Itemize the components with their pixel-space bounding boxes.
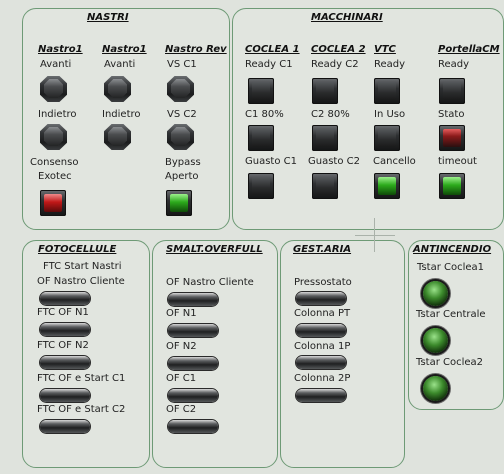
gestaria-item-3-label: Colonna 1P bbox=[294, 341, 351, 352]
ready-c2-label: Ready C2 bbox=[311, 59, 359, 70]
ready-c1-label: Ready C1 bbox=[245, 59, 293, 70]
coclea1-header: COCLEA 1 bbox=[245, 44, 300, 55]
nastro-rev-vsc1-button[interactable] bbox=[167, 76, 194, 102]
smalt-item-3-indicator bbox=[168, 357, 218, 370]
nastro1b-indietro-label: Indietro bbox=[102, 109, 141, 120]
c2-80-label: C2 80% bbox=[311, 109, 350, 120]
nastro1b-avanti-label: Avanti bbox=[104, 59, 136, 70]
smalt-panel bbox=[152, 240, 278, 468]
nastro1-indietro-label: Indietro bbox=[38, 109, 77, 120]
nastro1-exotec-label: Exotec bbox=[38, 171, 72, 182]
guasto-c1-label: Guasto C1 bbox=[245, 156, 297, 167]
portella-timeout-lamp bbox=[439, 173, 465, 199]
c1-80-label: C1 80% bbox=[245, 109, 284, 120]
antincendio-title: ANTINCENDIO bbox=[413, 244, 492, 255]
gestaria-panel bbox=[280, 240, 405, 468]
smalt-title: SMALT.OVERFULL bbox=[166, 244, 263, 255]
ftc-item-5-indicator bbox=[40, 420, 90, 433]
portella-ready-lamp bbox=[439, 78, 465, 104]
ready-c2-lamp bbox=[312, 78, 338, 104]
ready-c1-lamp bbox=[248, 78, 274, 104]
tstar-coclea1-label: Tstar Coclea1 bbox=[417, 262, 485, 273]
nastro-rev-aperto-label: Aperto bbox=[165, 171, 199, 182]
tstar-coclea1-lamp bbox=[423, 281, 448, 306]
vtc-inuso-label: In Uso bbox=[374, 109, 406, 120]
gestaria-title: GEST.ARIA bbox=[293, 244, 352, 255]
macchinari-title: MACCHINARI bbox=[311, 12, 383, 23]
smalt-item-5-label: OF C2 bbox=[166, 404, 197, 415]
nastro1-consenso-label: Consenso bbox=[30, 157, 79, 168]
divider-cross-horizontal bbox=[355, 235, 395, 236]
c1-80-lamp bbox=[248, 125, 274, 151]
ftc-item-1-label: OF Nastro Cliente bbox=[37, 276, 125, 287]
nastro-rev-vsc2-label: VS C2 bbox=[167, 109, 197, 120]
tstar-coclea2-label: Tstar Coclea2 bbox=[416, 357, 484, 368]
ftc-item-1-indicator bbox=[40, 292, 90, 305]
ftc-start-nastri-label: FTC Start Nastri bbox=[43, 261, 122, 272]
ftc-item-2-indicator bbox=[40, 323, 90, 336]
fotocellule-panel bbox=[22, 240, 150, 468]
nastro-rev-bypass-label: Bypass bbox=[165, 157, 201, 168]
gestaria-item-2-label: Colonna PT bbox=[294, 308, 351, 319]
gestaria-item-2-indicator bbox=[296, 324, 346, 337]
smalt-item-1-label: OF Nastro Cliente bbox=[166, 277, 254, 288]
tstar-coclea2-lamp bbox=[423, 376, 448, 401]
smalt-item-2-indicator bbox=[168, 324, 218, 337]
nastro-rev-vsc1-label: VS C1 bbox=[167, 59, 197, 70]
guasto-c2-lamp bbox=[312, 173, 338, 199]
vtc-header: VTC bbox=[374, 44, 396, 55]
vtc-inuso-lamp bbox=[374, 125, 400, 151]
gestaria-item-3-indicator bbox=[296, 356, 346, 369]
smalt-item-2-label: OF N1 bbox=[166, 308, 197, 319]
nastro1b-header: Nastro1 bbox=[102, 44, 147, 55]
smalt-item-5-indicator bbox=[168, 420, 218, 433]
nastro1b-avanti-button[interactable] bbox=[104, 76, 131, 102]
ftc-item-5-label: FTC OF e Start C2 bbox=[37, 404, 126, 415]
nastro1-indietro-button[interactable] bbox=[40, 124, 67, 150]
ftc-item-4-indicator bbox=[40, 389, 90, 402]
tstar-centrale-label: Tstar Centrale bbox=[416, 309, 486, 320]
nastro1-avanti-label: Avanti bbox=[40, 59, 72, 70]
vtc-ready-lamp bbox=[374, 78, 400, 104]
portella-ready-label: Ready bbox=[438, 59, 470, 70]
nastro1-header: Nastro1 bbox=[38, 44, 83, 55]
nastro1-avanti-button[interactable] bbox=[40, 76, 67, 102]
smalt-item-4-label: OF C1 bbox=[166, 373, 197, 384]
portella-stato-label: Stato bbox=[438, 109, 465, 120]
portellacm-header: PortellaCM bbox=[438, 44, 500, 55]
ftc-item-3-label: FTC OF N2 bbox=[37, 340, 89, 351]
guasto-c2-label: Guasto C2 bbox=[308, 156, 360, 167]
nastro-rev-header: Nastro Rev bbox=[165, 44, 227, 55]
consenso-exotec-lamp bbox=[40, 190, 66, 216]
gestaria-item-1-label: Pressostato bbox=[294, 277, 352, 288]
coclea2-header: COCLEA 2 bbox=[311, 44, 366, 55]
portella-timeout-label: timeout bbox=[438, 156, 477, 167]
ftc-item-2-label: FTC OF N1 bbox=[37, 307, 89, 318]
smalt-item-1-indicator bbox=[168, 293, 218, 306]
tstar-centrale-lamp bbox=[423, 328, 448, 353]
nastro1b-indietro-button[interactable] bbox=[104, 124, 131, 150]
gestaria-item-4-indicator bbox=[296, 389, 346, 402]
smalt-item-4-indicator bbox=[168, 389, 218, 402]
bypass-aperto-lamp bbox=[166, 190, 192, 216]
guasto-c1-lamp bbox=[248, 173, 274, 199]
portella-stato-lamp bbox=[439, 125, 465, 151]
fotocellule-title: FOTOCELLULE bbox=[38, 244, 117, 255]
ftc-item-4-label: FTC OF e Start C1 bbox=[37, 373, 126, 384]
vtc-cancello-label: Cancello bbox=[373, 156, 416, 167]
c2-80-lamp bbox=[312, 125, 338, 151]
divider-cross-vertical bbox=[374, 218, 375, 252]
smalt-item-3-label: OF N2 bbox=[166, 341, 197, 352]
gestaria-item-4-label: Colonna 2P bbox=[294, 373, 351, 384]
ftc-item-3-indicator bbox=[40, 356, 90, 369]
gestaria-item-1-indicator bbox=[296, 292, 346, 305]
nastro-rev-vsc2-button[interactable] bbox=[167, 124, 194, 150]
vtc-cancello-lamp bbox=[374, 173, 400, 199]
nastri-title: NASTRI bbox=[87, 12, 129, 23]
vtc-ready-label: Ready bbox=[374, 59, 406, 70]
